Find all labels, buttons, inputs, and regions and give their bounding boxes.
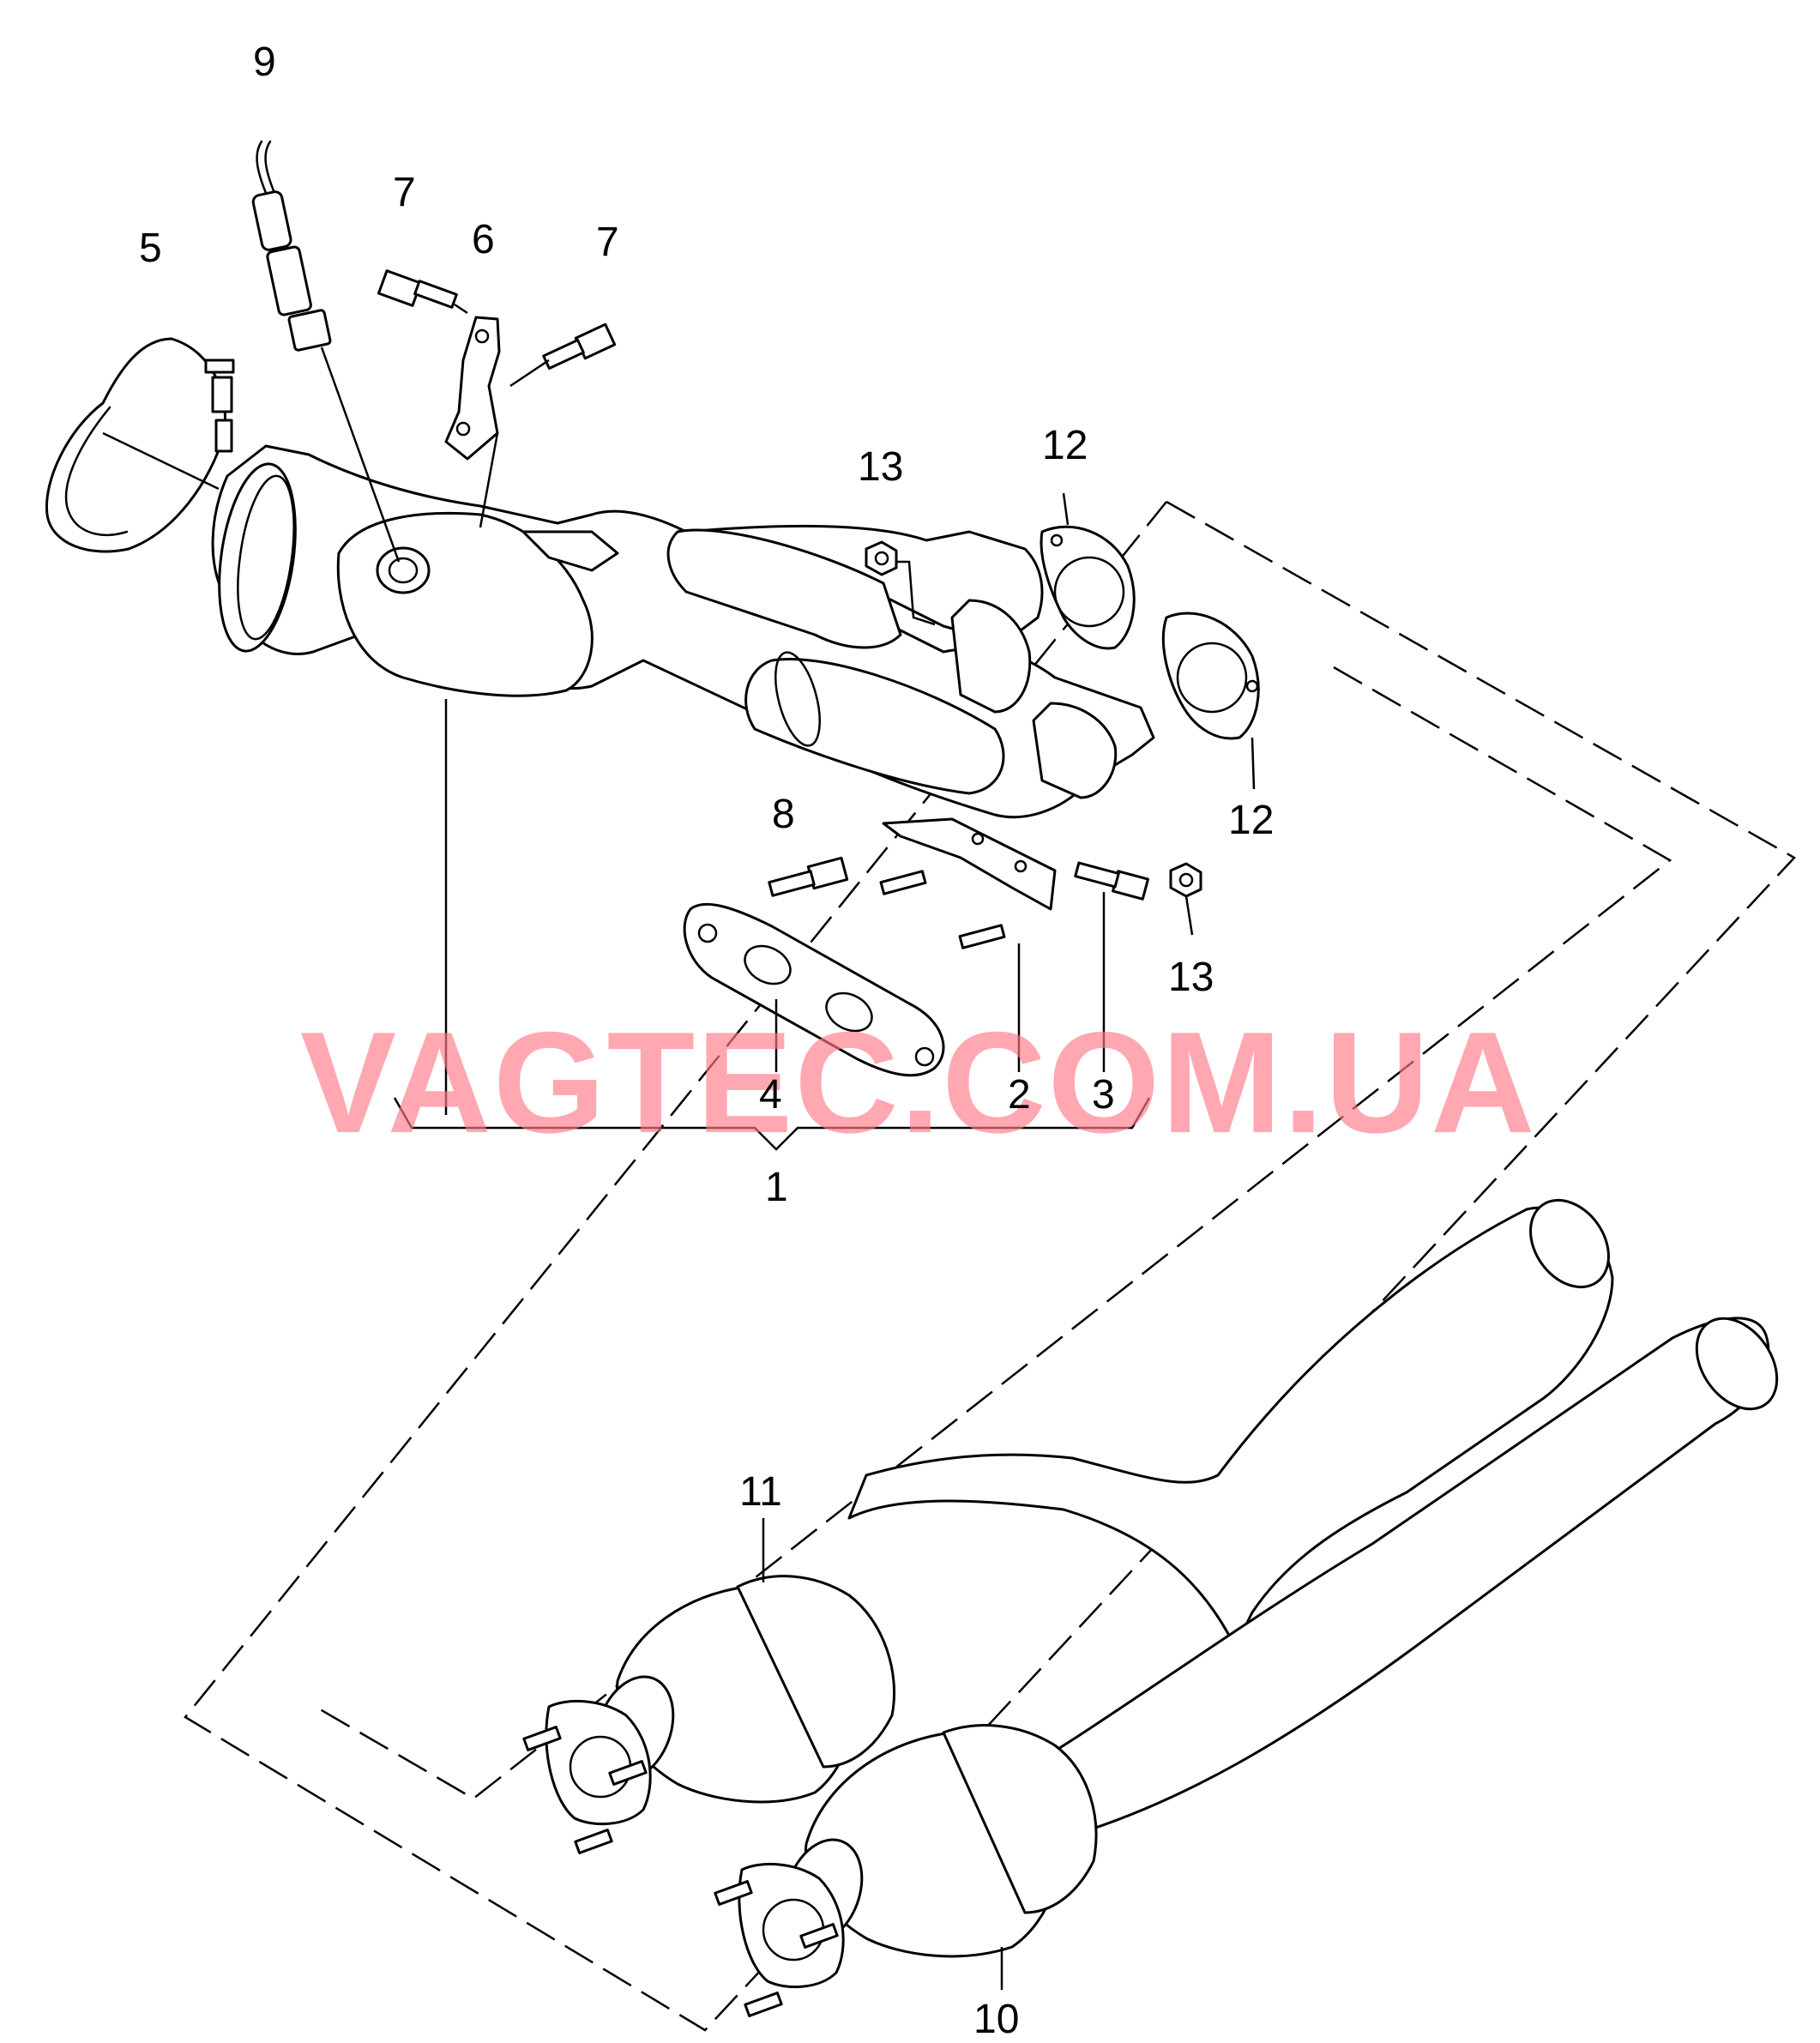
gasket-upper[interactable] [1040, 492, 1136, 650]
bolt-3[interactable] [1074, 861, 1149, 1072]
callout-5: 5 [139, 226, 162, 271]
assembly-outline-inner [315, 666, 1672, 1800]
bolt-left[interactable] [377, 269, 468, 315]
callout-11: 11 [739, 1469, 782, 1515]
callout-12-upper: 12 [1042, 423, 1088, 468]
watermark: VAGTEC.COM.UA [300, 1002, 1537, 1163]
callout-7-left: 7 [393, 170, 416, 215]
callout-6: 6 [472, 217, 495, 262]
callout-2: 2 [1008, 1072, 1031, 1118]
assembly-bracket-lines [393, 699, 1151, 1151]
bracket[interactable] [444, 316, 501, 528]
callout-1: 1 [765, 1165, 788, 1210]
callout-13-lower: 13 [1168, 955, 1214, 1000]
mounting-plate-4[interactable] [683, 902, 945, 1077]
downpipe-catalyst-11[interactable] [522, 1185, 1625, 1854]
downpipe-catalyst-10[interactable] [714, 1304, 1793, 2017]
assembly-outline-outer [184, 500, 1796, 2032]
callout-7-right: 7 [596, 220, 619, 265]
callout-9: 9 [253, 39, 276, 85]
nut-lower[interactable] [1169, 862, 1202, 936]
gasket-lower[interactable] [1161, 612, 1260, 790]
heat-shield-bracket[interactable] [882, 817, 1057, 911]
callout-10: 10 [973, 1997, 1019, 2042]
stud-2[interactable] [879, 870, 1021, 1072]
bolt-8[interactable] [768, 856, 849, 897]
clamp-band[interactable] [45, 337, 235, 553]
catalytic-converter-assembly[interactable] [208, 444, 1155, 819]
callout-13-upper: 13 [858, 444, 903, 490]
lambda-probe[interactable] [251, 140, 401, 563]
callout-4: 4 [759, 1072, 782, 1118]
callout-8: 8 [772, 792, 795, 837]
callout-12-lower: 12 [1228, 798, 1274, 843]
callout-3: 3 [1092, 1072, 1115, 1118]
nut-upper[interactable] [865, 540, 936, 626]
bolt-right[interactable] [509, 322, 617, 388]
